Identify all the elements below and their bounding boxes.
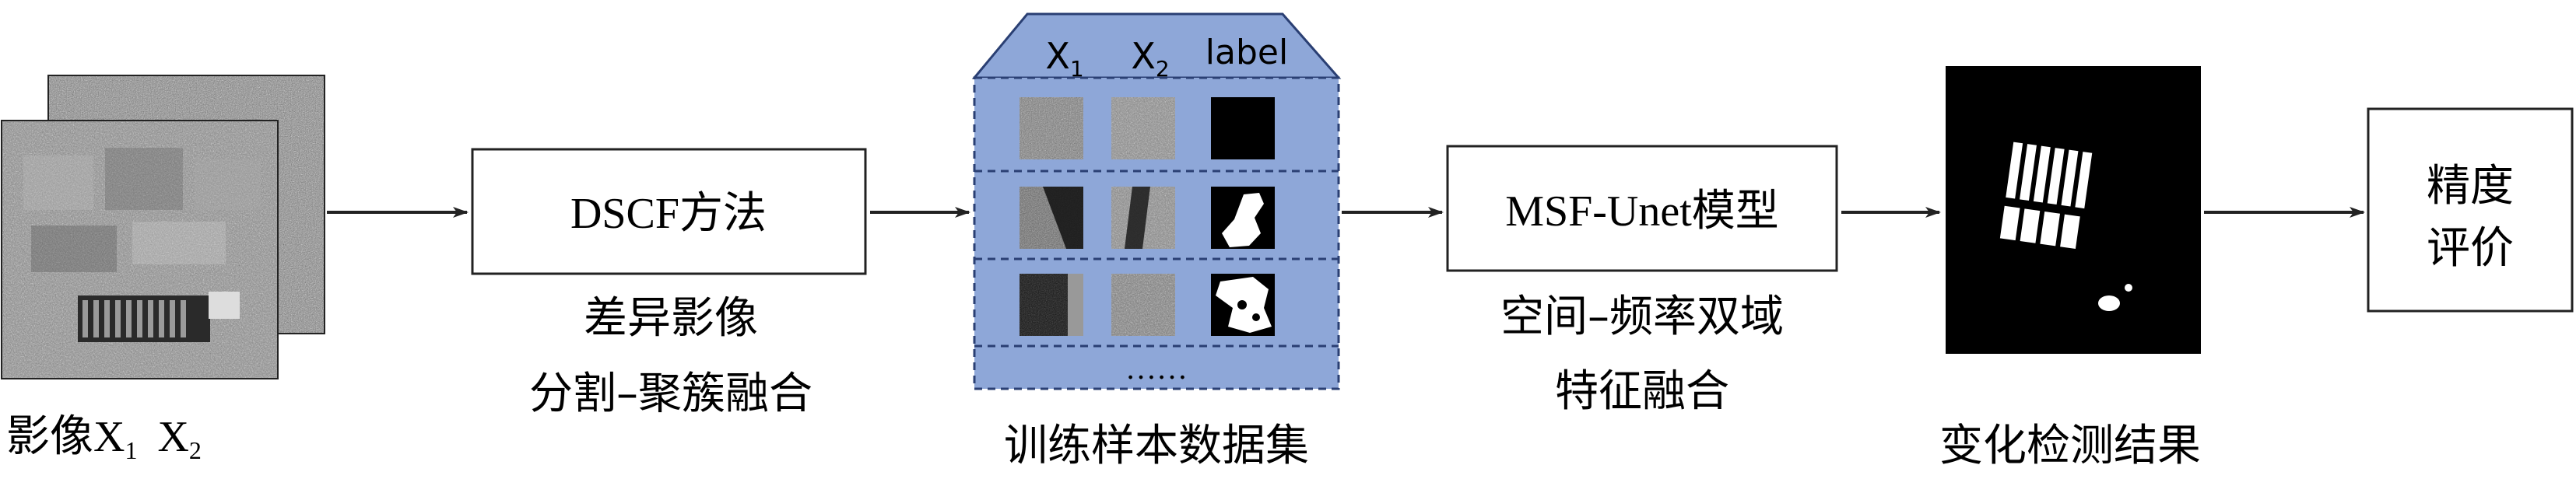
msf-unet-label-cjk: 模型 <box>1692 186 1779 236</box>
input-x2-base: X <box>157 413 188 461</box>
input-x1-base: X <box>93 413 125 461</box>
building-cluster <box>78 292 240 342</box>
dscf-label-latin: DSCF <box>570 190 679 238</box>
dscf-method-box: DSCF方法 <box>471 148 867 275</box>
dscf-label-cjk: 方法 <box>679 188 767 239</box>
input-image-stack <box>1 75 325 379</box>
msf-unet-box-label: MSF-Unet模型 <box>1505 186 1779 236</box>
model-caption-line1: 空间–频率双域 <box>1500 292 1784 342</box>
change-detection-map <box>1946 66 2201 354</box>
dataset-header-label: label <box>1206 33 1288 72</box>
msf-unet-model-box: MSF-Unet模型 <box>1446 145 1838 272</box>
dataset-header-x2: X2 <box>1131 35 1169 82</box>
input-caption-prefix: 影像 <box>6 411 93 462</box>
dscf-box-label: DSCF方法 <box>570 188 767 239</box>
dataset-ellipsis: …… <box>1125 351 1188 386</box>
evaluation-line1: 精度 <box>2427 161 2514 212</box>
result-caption: 变化检测结果 <box>1939 421 2201 471</box>
sar-image-x1 <box>1 120 279 379</box>
dataset-caption: 训练样本数据集 <box>1004 421 1309 471</box>
dscf-caption-line1: 差异影像 <box>584 293 758 344</box>
sample-row-3 <box>1020 274 1275 336</box>
model-caption-line2: 特征融合 <box>1555 366 1729 417</box>
msf-unet-label-latin: MSF-Unet <box>1505 187 1692 236</box>
input-x2-sub: 2 <box>189 436 202 464</box>
dataset-header-x1: X1 <box>1045 35 1083 82</box>
dscf-caption-line2: 分割–聚簇融合 <box>529 369 812 419</box>
training-dataset: X1 X2 label <box>971 12 1342 390</box>
sample-row-2 <box>1020 187 1275 249</box>
input-x1-sub: 1 <box>125 436 137 464</box>
accuracy-evaluation-box: 精度 评价 <box>2367 107 2574 313</box>
sample-row-1 <box>1020 97 1275 159</box>
evaluation-line2: 评价 <box>2427 223 2514 274</box>
